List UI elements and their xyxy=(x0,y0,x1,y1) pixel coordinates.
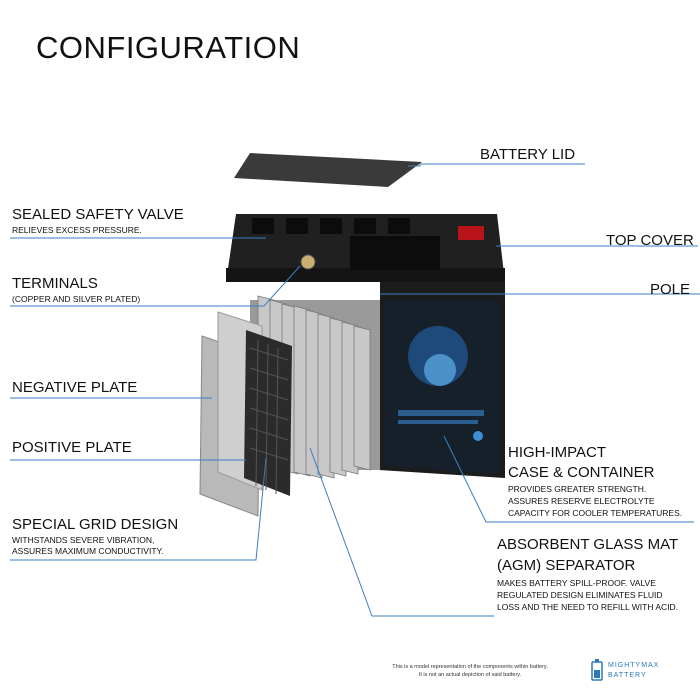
plate-stack xyxy=(250,295,395,479)
label-agm-sub3: LOSS AND THE NEED TO REFILL WITH ACID. xyxy=(497,602,679,612)
label-case-line2: CASE & CONTAINER xyxy=(508,464,655,481)
label-top-cover: TOP COVER xyxy=(606,232,694,249)
label-case-sub3: CAPACITY FOR COOLER TEMPERATURES. xyxy=(508,508,683,518)
footer-note-line1: This is a model representation of the co… xyxy=(392,664,548,670)
page-title: CONFIGURATION xyxy=(36,30,301,65)
label-agm-sub2: REGULATED DESIGN ELIMINATES FLUID xyxy=(497,590,663,600)
logo-text-line2: BATTERY xyxy=(608,672,647,679)
leader-terminals xyxy=(10,265,301,307)
battery-logo-icon xyxy=(591,659,603,681)
label-case-line1: HIGH-IMPACT xyxy=(508,444,607,461)
label-safety-valve-sub: RELIEVES EXCESS PRESSURE. xyxy=(12,225,142,235)
battery-lid xyxy=(234,153,422,187)
label-agm-line1: ABSORBENT GLASS MAT xyxy=(497,536,679,553)
label-terminals-sub: (COPPER AND SILVER PLATED) xyxy=(12,294,141,304)
leader-agm xyxy=(309,447,494,617)
logo-text-line1: MIGHTYMAX xyxy=(608,662,660,669)
label-case-sub2: ASSURES RESERVE ELECTROLYTE xyxy=(508,496,655,506)
label-positive-plate: POSITIVE PLATE xyxy=(12,439,132,456)
positive-terminal xyxy=(458,226,484,240)
footer-note-line2: It is not an actual depiction of said ba… xyxy=(418,672,522,678)
label-terminals: TERMINALS xyxy=(12,275,98,292)
label-grid-design-sub2: ASSURES MAXIMUM CONDUCTIVITY. xyxy=(12,546,164,556)
leader-case xyxy=(443,435,694,523)
label-battery-lid: BATTERY LID xyxy=(480,146,576,163)
leader-lines xyxy=(10,163,700,617)
battery-case-front xyxy=(384,300,500,474)
label-agm-line2: (AGM) SEPARATOR xyxy=(497,557,636,574)
label-safety-valve: SEALED SAFETY VALVE xyxy=(12,206,184,223)
label-case-sub1: PROVIDES GREATER STRENGTH. xyxy=(508,484,647,494)
leader-battery-lid xyxy=(408,163,585,167)
label-grid-design: SPECIAL GRID DESIGN xyxy=(12,516,179,533)
label-pole: POLE xyxy=(650,281,691,298)
label-agm-sub1: MAKES BATTERY SPILL-PROOF. VALVE xyxy=(497,578,656,588)
negative-terminal xyxy=(300,254,316,270)
leader-grid-design xyxy=(10,457,267,561)
label-grid-design-sub1: WITHSTANDS SEVERE VIBRATION, xyxy=(12,535,155,545)
label-negative-plate: NEGATIVE PLATE xyxy=(12,379,138,396)
